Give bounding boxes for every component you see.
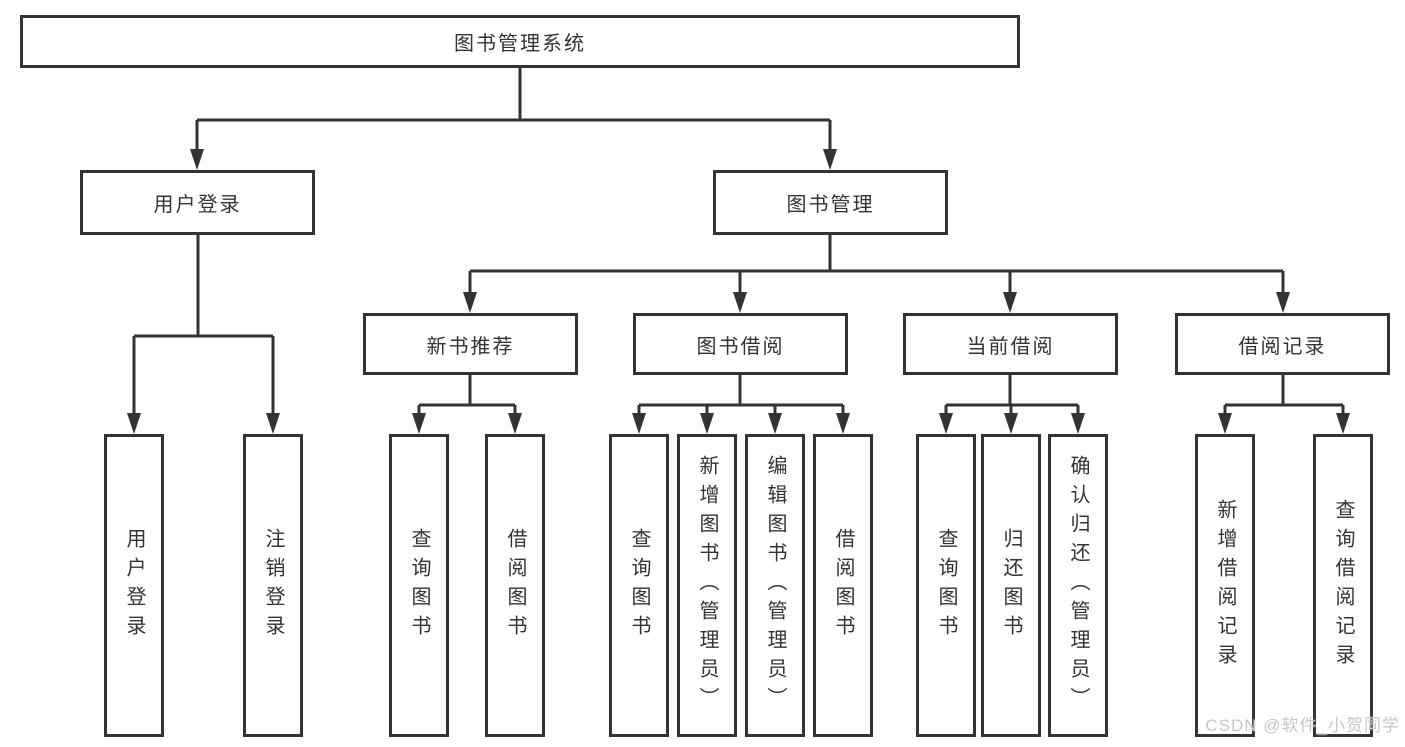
leaf-borrow-add-books-admin: 新增图书（管理员） bbox=[677, 434, 737, 737]
leaf-current-query-books: 查询图书 bbox=[916, 434, 976, 737]
leaf-newrec-borrow-books: 借阅图书 bbox=[485, 434, 545, 737]
leaf-records-add-record-label: 新增借阅记录 bbox=[1214, 498, 1236, 673]
csdn-watermark: CSDN @软件_小贺同学 bbox=[1205, 716, 1400, 735]
node-user-login: 用户登录 bbox=[80, 170, 315, 235]
leaf-borrow-edit-books-admin: 编辑图书（管理员） bbox=[745, 434, 805, 737]
leaf-current-confirm-return-admin: 确认归还（管理员） bbox=[1048, 434, 1108, 737]
leaf-borrow-edit-books-admin-label: 编辑图书（管理员） bbox=[764, 455, 786, 716]
leaf-borrow-borrow-books: 借阅图书 bbox=[813, 434, 873, 737]
node-book-borrow: 图书借阅 bbox=[633, 313, 848, 375]
node-new-book-recommend: 新书推荐 bbox=[363, 313, 578, 375]
leaf-records-query-record-label: 查询借阅记录 bbox=[1332, 498, 1354, 673]
leaf-current-return-books: 归还图书 bbox=[981, 434, 1041, 737]
node-book-management: 图书管理 bbox=[713, 170, 948, 235]
leaf-logout: 注销登录 bbox=[243, 434, 303, 737]
leaf-borrow-query-books: 查询图书 bbox=[609, 434, 669, 737]
leaf-user-login: 用户登录 bbox=[104, 434, 164, 737]
node-book-borrow-label: 图书借阅 bbox=[696, 335, 785, 358]
leaf-records-add-record: 新增借阅记录 bbox=[1195, 434, 1255, 737]
leaf-borrow-query-books-label: 查询图书 bbox=[628, 527, 650, 644]
leaf-current-query-books-label: 查询图书 bbox=[935, 527, 957, 644]
leaf-logout-label: 注销登录 bbox=[262, 527, 284, 644]
leaf-borrow-add-books-admin-label: 新增图书（管理员） bbox=[696, 455, 718, 716]
node-current-borrow-label: 当前借阅 bbox=[966, 335, 1055, 358]
leaf-records-query-record: 查询借阅记录 bbox=[1313, 434, 1373, 737]
leaf-newrec-query-books-label: 查询图书 bbox=[408, 527, 430, 644]
node-book-management-label: 图书管理 bbox=[786, 194, 875, 216]
leaf-borrow-borrow-books-label: 借阅图书 bbox=[832, 527, 854, 644]
node-borrow-records: 借阅记录 bbox=[1175, 313, 1390, 375]
node-current-borrow: 当前借阅 bbox=[903, 313, 1118, 375]
node-user-login-label: 用户登录 bbox=[153, 194, 242, 216]
leaf-current-return-books-label: 归还图书 bbox=[1000, 527, 1022, 644]
leaf-newrec-borrow-books-label: 借阅图书 bbox=[504, 527, 526, 644]
node-borrow-records-label: 借阅记录 bbox=[1238, 335, 1327, 358]
node-new-book-recommend-label: 新书推荐 bbox=[426, 335, 515, 358]
leaf-user-login-label: 用户登录 bbox=[123, 527, 145, 644]
leaf-current-confirm-return-admin-label: 确认归还（管理员） bbox=[1067, 455, 1089, 716]
leaf-newrec-query-books: 查询图书 bbox=[389, 434, 449, 737]
node-root-label: 图书管理系统 bbox=[454, 33, 586, 55]
node-root-system: 图书管理系统 bbox=[20, 15, 1020, 68]
